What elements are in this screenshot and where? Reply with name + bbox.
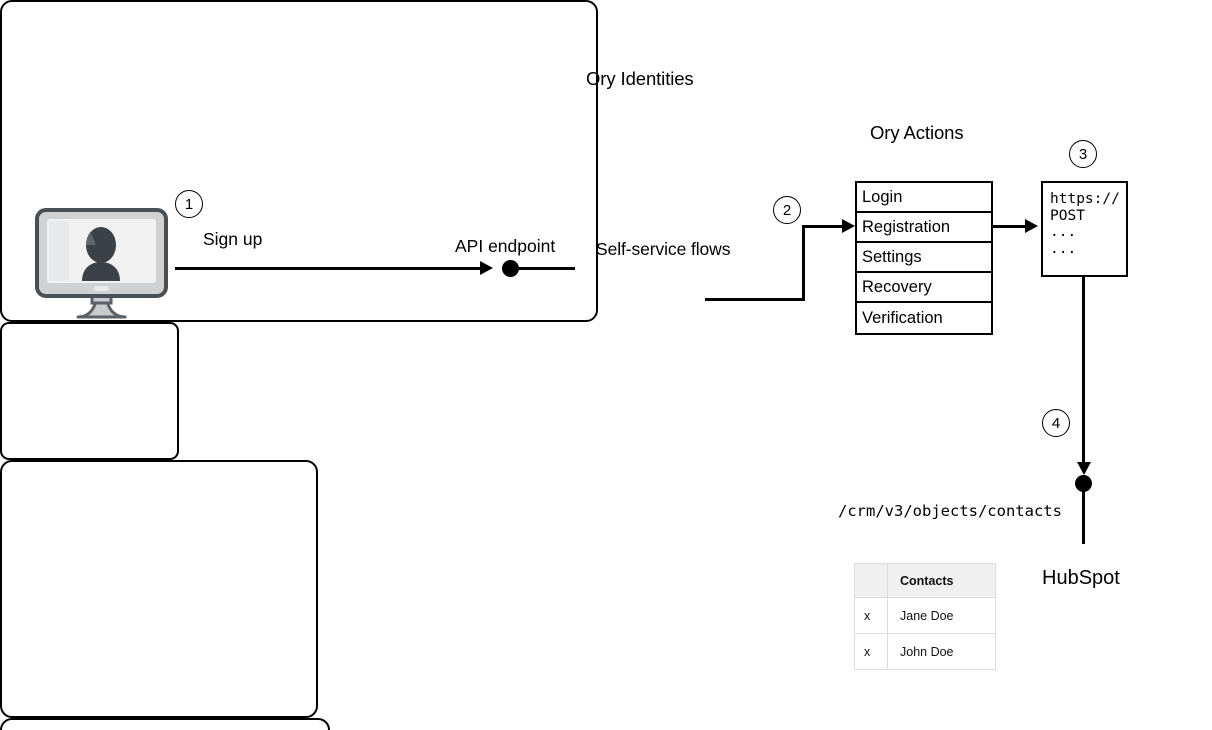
flow-item-registration[interactable]: Registration bbox=[857, 213, 991, 243]
contacts-row-name: John Doe bbox=[887, 633, 996, 670]
table-row[interactable]: x John Doe bbox=[854, 633, 996, 670]
webhook-line-1: https:// bbox=[1050, 191, 1120, 207]
api-endpoint-connector bbox=[515, 267, 575, 270]
webhook-line-3: ... bbox=[1050, 224, 1077, 240]
selfservice-to-registration-horizontal-1 bbox=[705, 298, 805, 301]
flow-item-registration-label: Registration bbox=[862, 217, 951, 236]
hubspot-endpoint-dot bbox=[1075, 475, 1092, 492]
step-4-marker: 4 bbox=[1042, 409, 1070, 437]
step-1-number: 1 bbox=[184, 195, 194, 213]
hubspot-endpoint-connector bbox=[1082, 488, 1085, 544]
flow-item-verification[interactable]: Verification bbox=[857, 303, 991, 333]
step-3-number: 3 bbox=[1078, 145, 1088, 163]
api-endpoint-dot bbox=[502, 260, 519, 277]
ory-identities-title: Ory Identities bbox=[586, 68, 694, 89]
webhook-arrow-head bbox=[1025, 219, 1038, 233]
flow-item-settings-label: Settings bbox=[862, 247, 922, 266]
desktop-user-icon bbox=[34, 207, 169, 326]
contacts-row-check[interactable]: x bbox=[854, 633, 888, 670]
selfservice-to-registration-horizontal-2 bbox=[802, 225, 844, 228]
flow-item-verification-label: Verification bbox=[862, 308, 943, 327]
ory-actions-container bbox=[0, 460, 318, 718]
webhook-line-2: POST bbox=[1050, 207, 1085, 224]
registration-arrow-head bbox=[842, 219, 855, 233]
webhook-line-4: ... bbox=[1050, 240, 1077, 257]
contacts-header-name: Contacts bbox=[887, 563, 996, 598]
step-1-marker: 1 bbox=[175, 190, 203, 218]
contacts-row-name: Jane Doe bbox=[887, 597, 996, 634]
ory-actions-flow-list: Login Registration Settings Recovery Ver… bbox=[855, 181, 993, 335]
selfservice-to-registration-vertical bbox=[802, 225, 805, 301]
flow-item-login-label: Login bbox=[862, 187, 903, 206]
ory-actions-title: Ory Actions bbox=[870, 122, 964, 143]
contacts-table-header-row: Contacts bbox=[854, 563, 996, 598]
crm-path-label: /crm/v3/objects/contacts bbox=[838, 502, 1062, 520]
step-4-number: 4 bbox=[1051, 414, 1061, 432]
step-2-marker: 2 bbox=[773, 196, 801, 224]
registration-to-webhook-line bbox=[993, 225, 1025, 228]
step-2-number: 2 bbox=[782, 201, 792, 219]
flow-item-recovery[interactable]: Recovery bbox=[857, 273, 991, 303]
flow-item-recovery-label: Recovery bbox=[862, 277, 932, 296]
contacts-row-check[interactable]: x bbox=[854, 597, 888, 634]
contacts-header-check bbox=[854, 563, 888, 598]
sign-up-label: Sign up bbox=[203, 229, 263, 249]
hubspot-container bbox=[0, 718, 330, 730]
table-row[interactable]: x Jane Doe bbox=[854, 597, 996, 634]
step-3-marker: 3 bbox=[1069, 140, 1097, 168]
api-endpoint-label: API endpoint bbox=[455, 236, 556, 256]
flow-item-login[interactable]: Login bbox=[857, 183, 991, 213]
hubspot-arrow-head bbox=[1077, 462, 1091, 475]
flow-item-settings[interactable]: Settings bbox=[857, 243, 991, 273]
contacts-table: Contacts x Jane Doe x John Doe bbox=[854, 563, 996, 670]
self-service-flows-box bbox=[0, 322, 179, 460]
webhook-code-box: https:// POST ... ... bbox=[1041, 181, 1128, 277]
signup-arrow-head bbox=[480, 261, 493, 275]
signup-arrow-line bbox=[175, 267, 480, 270]
hubspot-title: HubSpot bbox=[1042, 567, 1120, 589]
self-service-flows-title: Self-service flows bbox=[596, 239, 731, 259]
webhook-to-hubspot-line bbox=[1082, 277, 1085, 467]
